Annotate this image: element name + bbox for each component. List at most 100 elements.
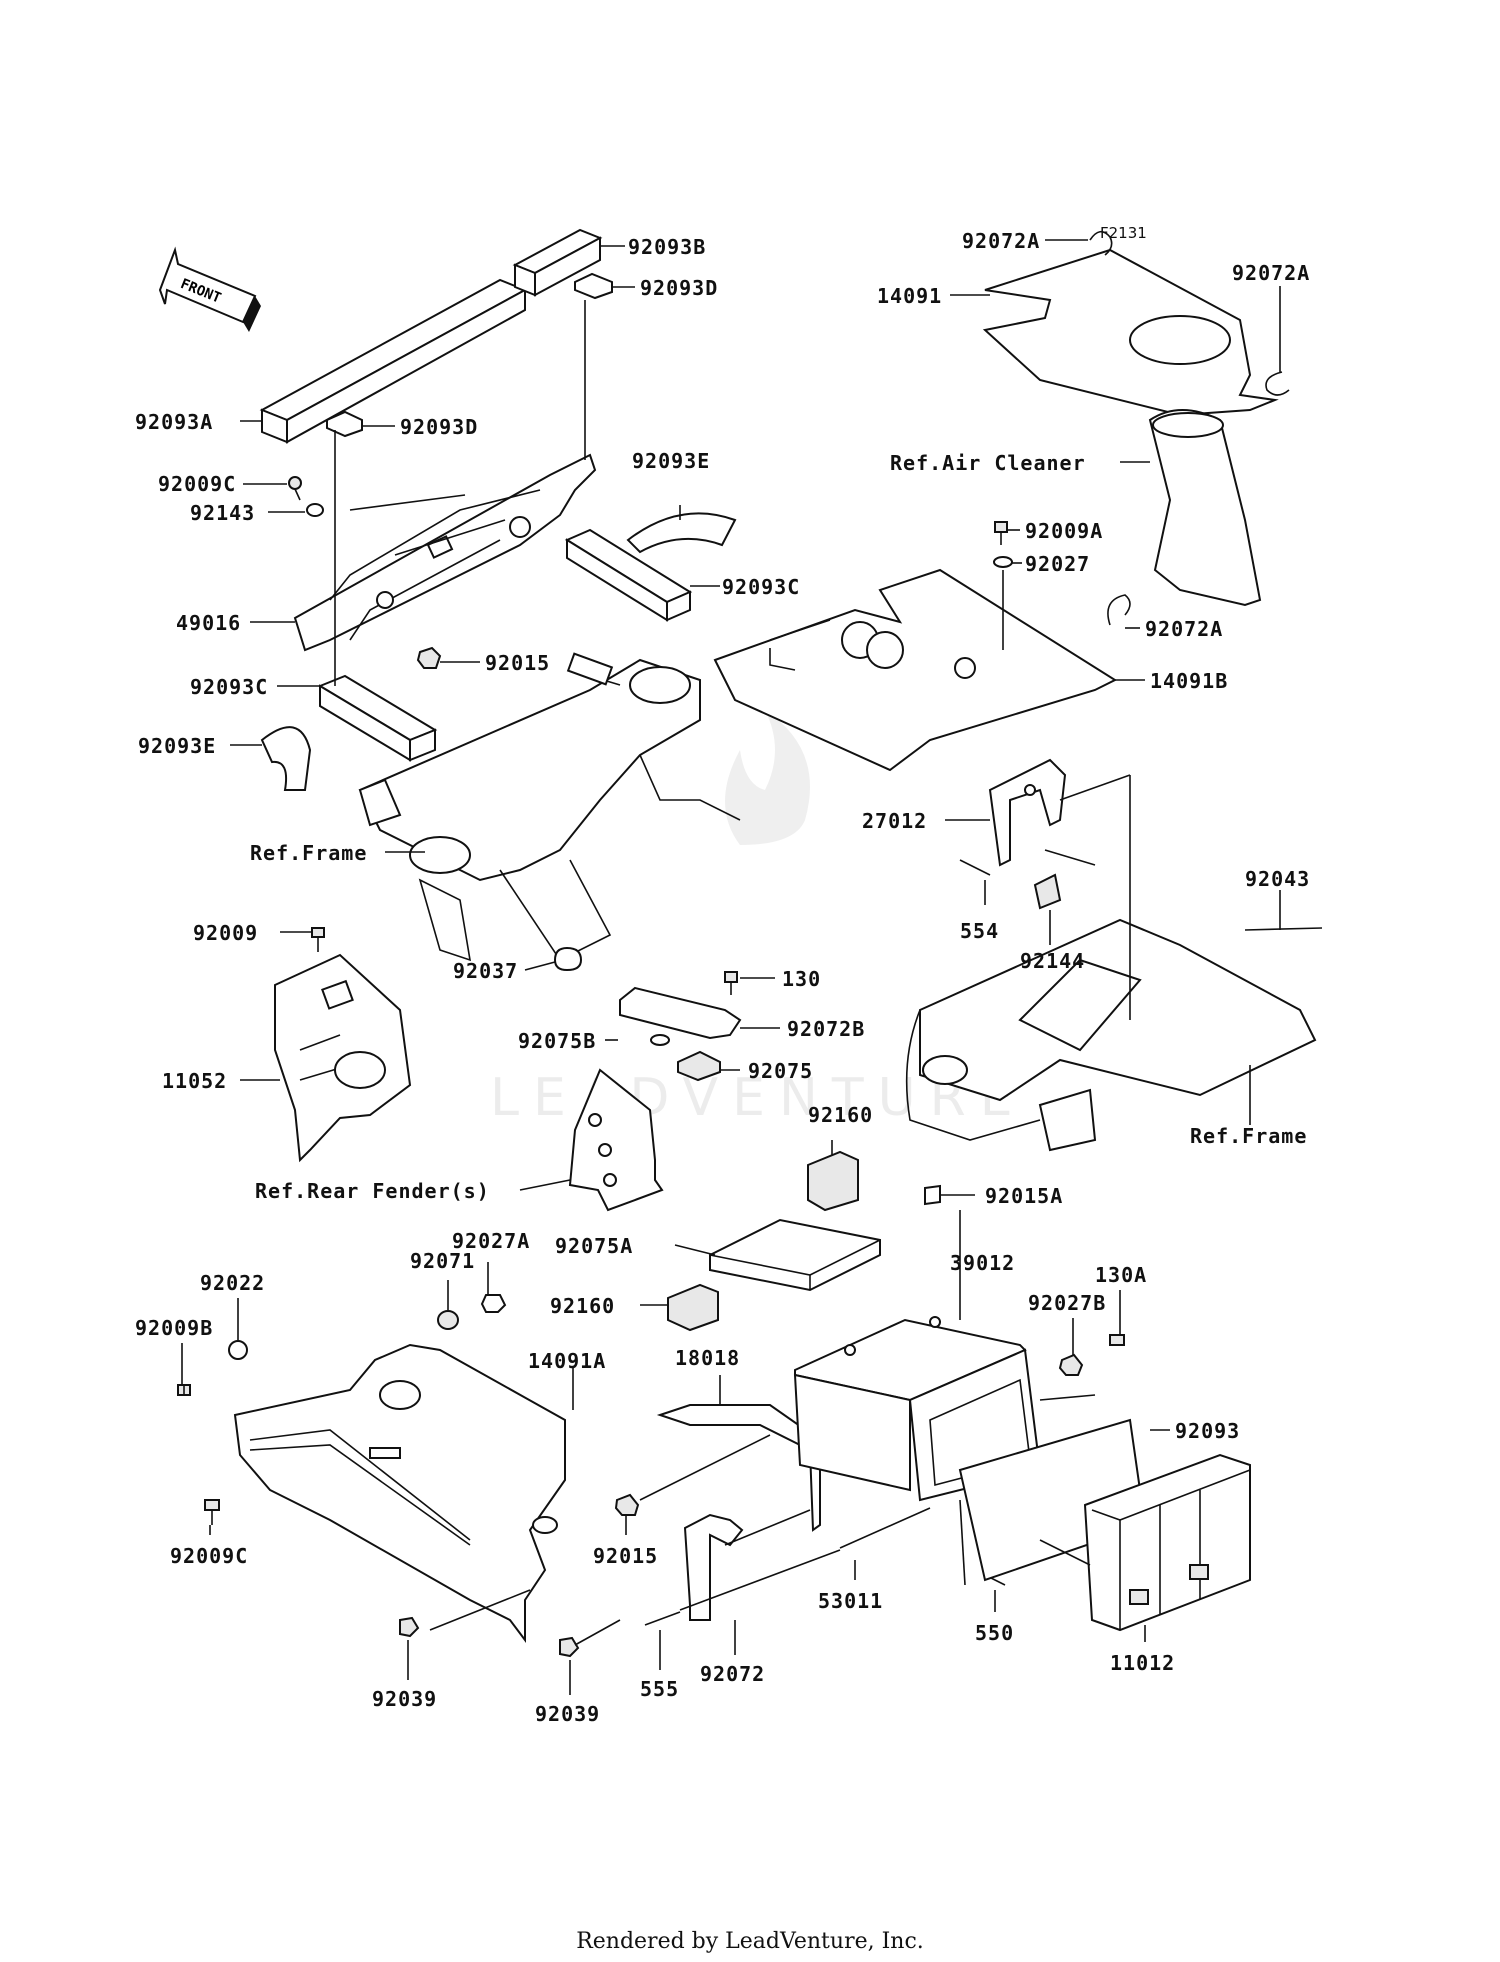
pad-92160-top bbox=[807, 1150, 859, 1212]
bracket-18018 bbox=[656, 1404, 821, 1532]
label-11052: 11052 bbox=[162, 1069, 227, 1093]
bolt-92043 bbox=[1244, 927, 1323, 931]
label-ref-frame-right: Ref.Frame bbox=[1190, 1124, 1307, 1148]
part-labels: 92093B 92093D 92093A 92093D 92009C 92143… bbox=[135, 229, 1310, 1726]
bolt-92039-left bbox=[399, 1616, 420, 1638]
leader-lines bbox=[181, 239, 1281, 1695]
bracket-11052 bbox=[274, 953, 412, 1163]
label-92143: 92143 bbox=[190, 501, 255, 525]
label-92093A: 92093A bbox=[135, 410, 213, 434]
foam-strip-92093A bbox=[259, 278, 528, 444]
frame-left-ref bbox=[358, 652, 741, 962]
label-14091: 14091 bbox=[877, 284, 942, 308]
bolt-92009A bbox=[994, 521, 1008, 545]
nut-92015-top bbox=[416, 646, 442, 669]
pad-92075 bbox=[677, 1050, 721, 1082]
air-cleaner-duct bbox=[1148, 409, 1262, 607]
label-92160-top: 92160 bbox=[808, 1103, 873, 1127]
label-92093D-top: 92093D bbox=[640, 276, 718, 300]
label-92144: 92144 bbox=[1020, 949, 1085, 973]
bolt-53011 bbox=[839, 1507, 931, 1549]
pad-92160-mid bbox=[667, 1283, 719, 1332]
label-92072A-top: 92072A bbox=[962, 229, 1040, 253]
spring-92144 bbox=[1033, 873, 1062, 910]
bolt-92009C-top bbox=[288, 476, 302, 501]
label-92027: 92027 bbox=[1025, 552, 1090, 576]
foam-curved-92093E-top bbox=[626, 512, 737, 554]
strap-92072 bbox=[683, 1513, 744, 1621]
label-92075A: 92075A bbox=[555, 1234, 633, 1258]
bolt-92039-right bbox=[559, 1636, 580, 1658]
label-92027B: 92027B bbox=[1028, 1291, 1106, 1315]
washer-92027 bbox=[993, 556, 1013, 568]
label-92009: 92009 bbox=[193, 921, 258, 945]
label-92093: 92093 bbox=[1175, 1419, 1240, 1443]
label-130A: 130A bbox=[1095, 1263, 1147, 1287]
label-92009C-bottom: 92009C bbox=[170, 1544, 248, 1568]
rear-fender-bracket bbox=[568, 1068, 664, 1212]
label-92072B: 92072B bbox=[787, 1017, 865, 1041]
label-14091B: 14091B bbox=[1150, 669, 1228, 693]
label-92072A-mid: 92072A bbox=[1145, 617, 1223, 641]
nut-92015-bottom bbox=[614, 1493, 640, 1516]
label-53011: 53011 bbox=[818, 1589, 883, 1613]
label-49016: 49016 bbox=[176, 611, 241, 635]
washer-92022 bbox=[228, 1340, 248, 1360]
label-550: 550 bbox=[975, 1621, 1014, 1645]
label-92015-top: 92015 bbox=[485, 651, 550, 675]
bracket-92072B bbox=[619, 986, 742, 1046]
label-92009A: 92009A bbox=[1025, 519, 1103, 543]
label-555: 555 bbox=[640, 1677, 679, 1701]
bolt-92009B bbox=[177, 1384, 191, 1396]
frame-right-ref bbox=[905, 918, 1317, 1152]
label-92009B: 92009B bbox=[135, 1316, 213, 1340]
label-92160-mid: 92160 bbox=[550, 1294, 615, 1318]
label-92039-right: 92039 bbox=[535, 1702, 600, 1726]
pin-555 bbox=[644, 1611, 681, 1626]
front-arrow-icon: FRONT bbox=[158, 246, 261, 332]
pad-92075A bbox=[709, 1218, 881, 1292]
diagram-code: F2131 bbox=[1100, 224, 1147, 242]
label-92039-left: 92039 bbox=[372, 1687, 437, 1711]
bolt-92009C-bottom bbox=[204, 1499, 220, 1525]
label-92009C-top: 92009C bbox=[158, 472, 236, 496]
label-92093E-top: 92093E bbox=[632, 449, 710, 473]
label-92027A: 92027A bbox=[452, 1229, 530, 1253]
foam-pad-92093D-top bbox=[574, 272, 613, 300]
label-ref-rear-fender: Ref.Rear Fender(s) bbox=[255, 1179, 490, 1203]
pin-554 bbox=[959, 859, 991, 876]
battery-box-39012 bbox=[793, 1316, 1042, 1502]
cover-14091A bbox=[233, 1343, 566, 1643]
label-92093B: 92093B bbox=[628, 235, 706, 259]
cover-14091 bbox=[982, 248, 1279, 417]
label-554: 554 bbox=[960, 919, 999, 943]
washer-92143 bbox=[306, 503, 324, 517]
foam-strip-92093C-right bbox=[564, 528, 693, 622]
grommet-92071 bbox=[437, 1310, 459, 1330]
nut-92027B bbox=[1058, 1353, 1084, 1376]
foam-strip-92093C-left bbox=[317, 674, 438, 762]
label-ref-frame-left: Ref.Frame bbox=[250, 841, 367, 865]
label-14091A: 14091A bbox=[528, 1349, 606, 1373]
label-92093C-right: 92093C bbox=[722, 575, 800, 599]
battery-11012 bbox=[1083, 1453, 1251, 1632]
foam-block-92093B bbox=[512, 228, 603, 297]
collar-92015A bbox=[924, 1184, 941, 1206]
label-92037: 92037 bbox=[453, 959, 518, 983]
foam-curved-92093E-left bbox=[260, 726, 312, 791]
bracket-49016 bbox=[293, 453, 597, 652]
label-39012: 39012 bbox=[950, 1251, 1015, 1275]
label-92015-bottom: 92015 bbox=[593, 1544, 658, 1568]
footer-credit: Rendered by LeadVenture, Inc. bbox=[576, 1929, 924, 1954]
label-92093E-left: 92093E bbox=[138, 734, 216, 758]
bolt-92009 bbox=[311, 927, 325, 952]
label-92093D-mid: 92093D bbox=[400, 415, 478, 439]
label-130: 130 bbox=[782, 967, 821, 991]
bolt-130A bbox=[1109, 1334, 1125, 1346]
clip-92072A-top bbox=[1089, 230, 1113, 256]
clip-92072A-mid bbox=[1107, 594, 1131, 626]
bolt-130 bbox=[724, 971, 738, 995]
label-92043: 92043 bbox=[1245, 867, 1310, 891]
label-11012: 11012 bbox=[1110, 1651, 1175, 1675]
